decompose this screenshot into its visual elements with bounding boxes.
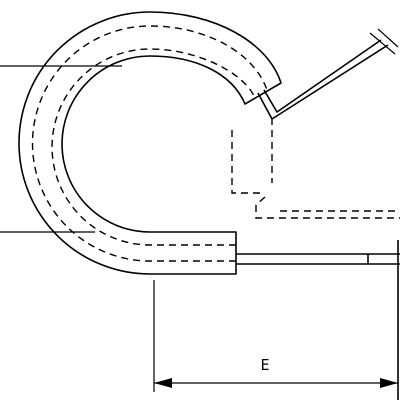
cushion-outer-contour (18, 11, 282, 275)
upper-tab (257, 39, 389, 120)
upper-tab-break-line-2 (377, 28, 399, 48)
dimension-arrow-left-icon (154, 378, 172, 388)
hidden-edge-left (231, 130, 265, 194)
hidden-edge-bottom (255, 196, 400, 219)
metal-band-outer-dashed (31, 25, 268, 262)
metal-band-inner-dashed (51, 48, 256, 246)
upper-tab-break-line (369, 32, 396, 55)
dimension-label: E (260, 356, 269, 374)
dimension-arrow-right-icon (380, 378, 398, 388)
